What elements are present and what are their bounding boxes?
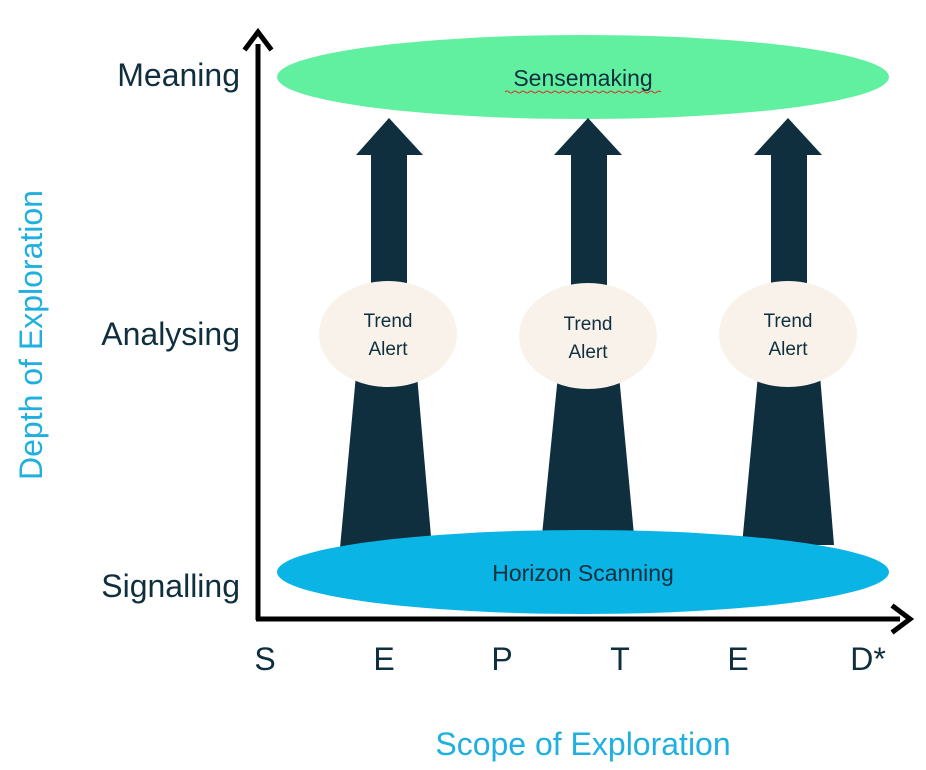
scope-letter-4: T	[610, 641, 630, 677]
scope-letters: S E P T E D*	[254, 641, 885, 677]
trend-alert-2-line1: Trend	[564, 314, 613, 335]
scope-letter-2: E	[373, 641, 394, 677]
trend-alert-2-line2: Alert	[568, 342, 608, 363]
scope-letter-1: S	[254, 641, 275, 677]
scope-letter-6: D*	[850, 641, 886, 677]
y-axis-title: Depth of Exploration	[13, 190, 49, 480]
trend-alert-node-3: Trend Alert	[719, 281, 857, 387]
horizon-scanning-ellipse: Horizon Scanning	[277, 530, 889, 614]
x-axis-arrowhead	[890, 603, 915, 635]
trend-alert-node-1: Trend Alert	[319, 281, 457, 387]
sensemaking-ellipse: Sensemaking	[277, 35, 889, 119]
level-label-signalling: Signalling	[101, 568, 240, 604]
scope-letter-5: E	[727, 641, 748, 677]
level-label-meaning: Meaning	[117, 57, 240, 93]
spellcheck-underline	[504, 90, 662, 94]
trend-alert-1-line2: Alert	[368, 339, 408, 360]
y-axis-arrowhead	[242, 27, 274, 52]
scope-letter-3: P	[491, 641, 512, 677]
trend-alert-3-line1: Trend	[764, 311, 813, 332]
horizon-scanning-label: Horizon Scanning	[492, 560, 674, 586]
x-axis-title: Scope of Exploration	[435, 726, 730, 762]
trend-alert-node-2: Trend Alert	[519, 283, 657, 389]
sensemaking-label: Sensemaking	[513, 65, 652, 91]
trend-alert-1-line1: Trend	[364, 311, 413, 332]
axes	[242, 27, 915, 635]
level-label-analysing: Analysing	[101, 316, 240, 352]
trend-alert-3-line2: Alert	[768, 339, 808, 360]
